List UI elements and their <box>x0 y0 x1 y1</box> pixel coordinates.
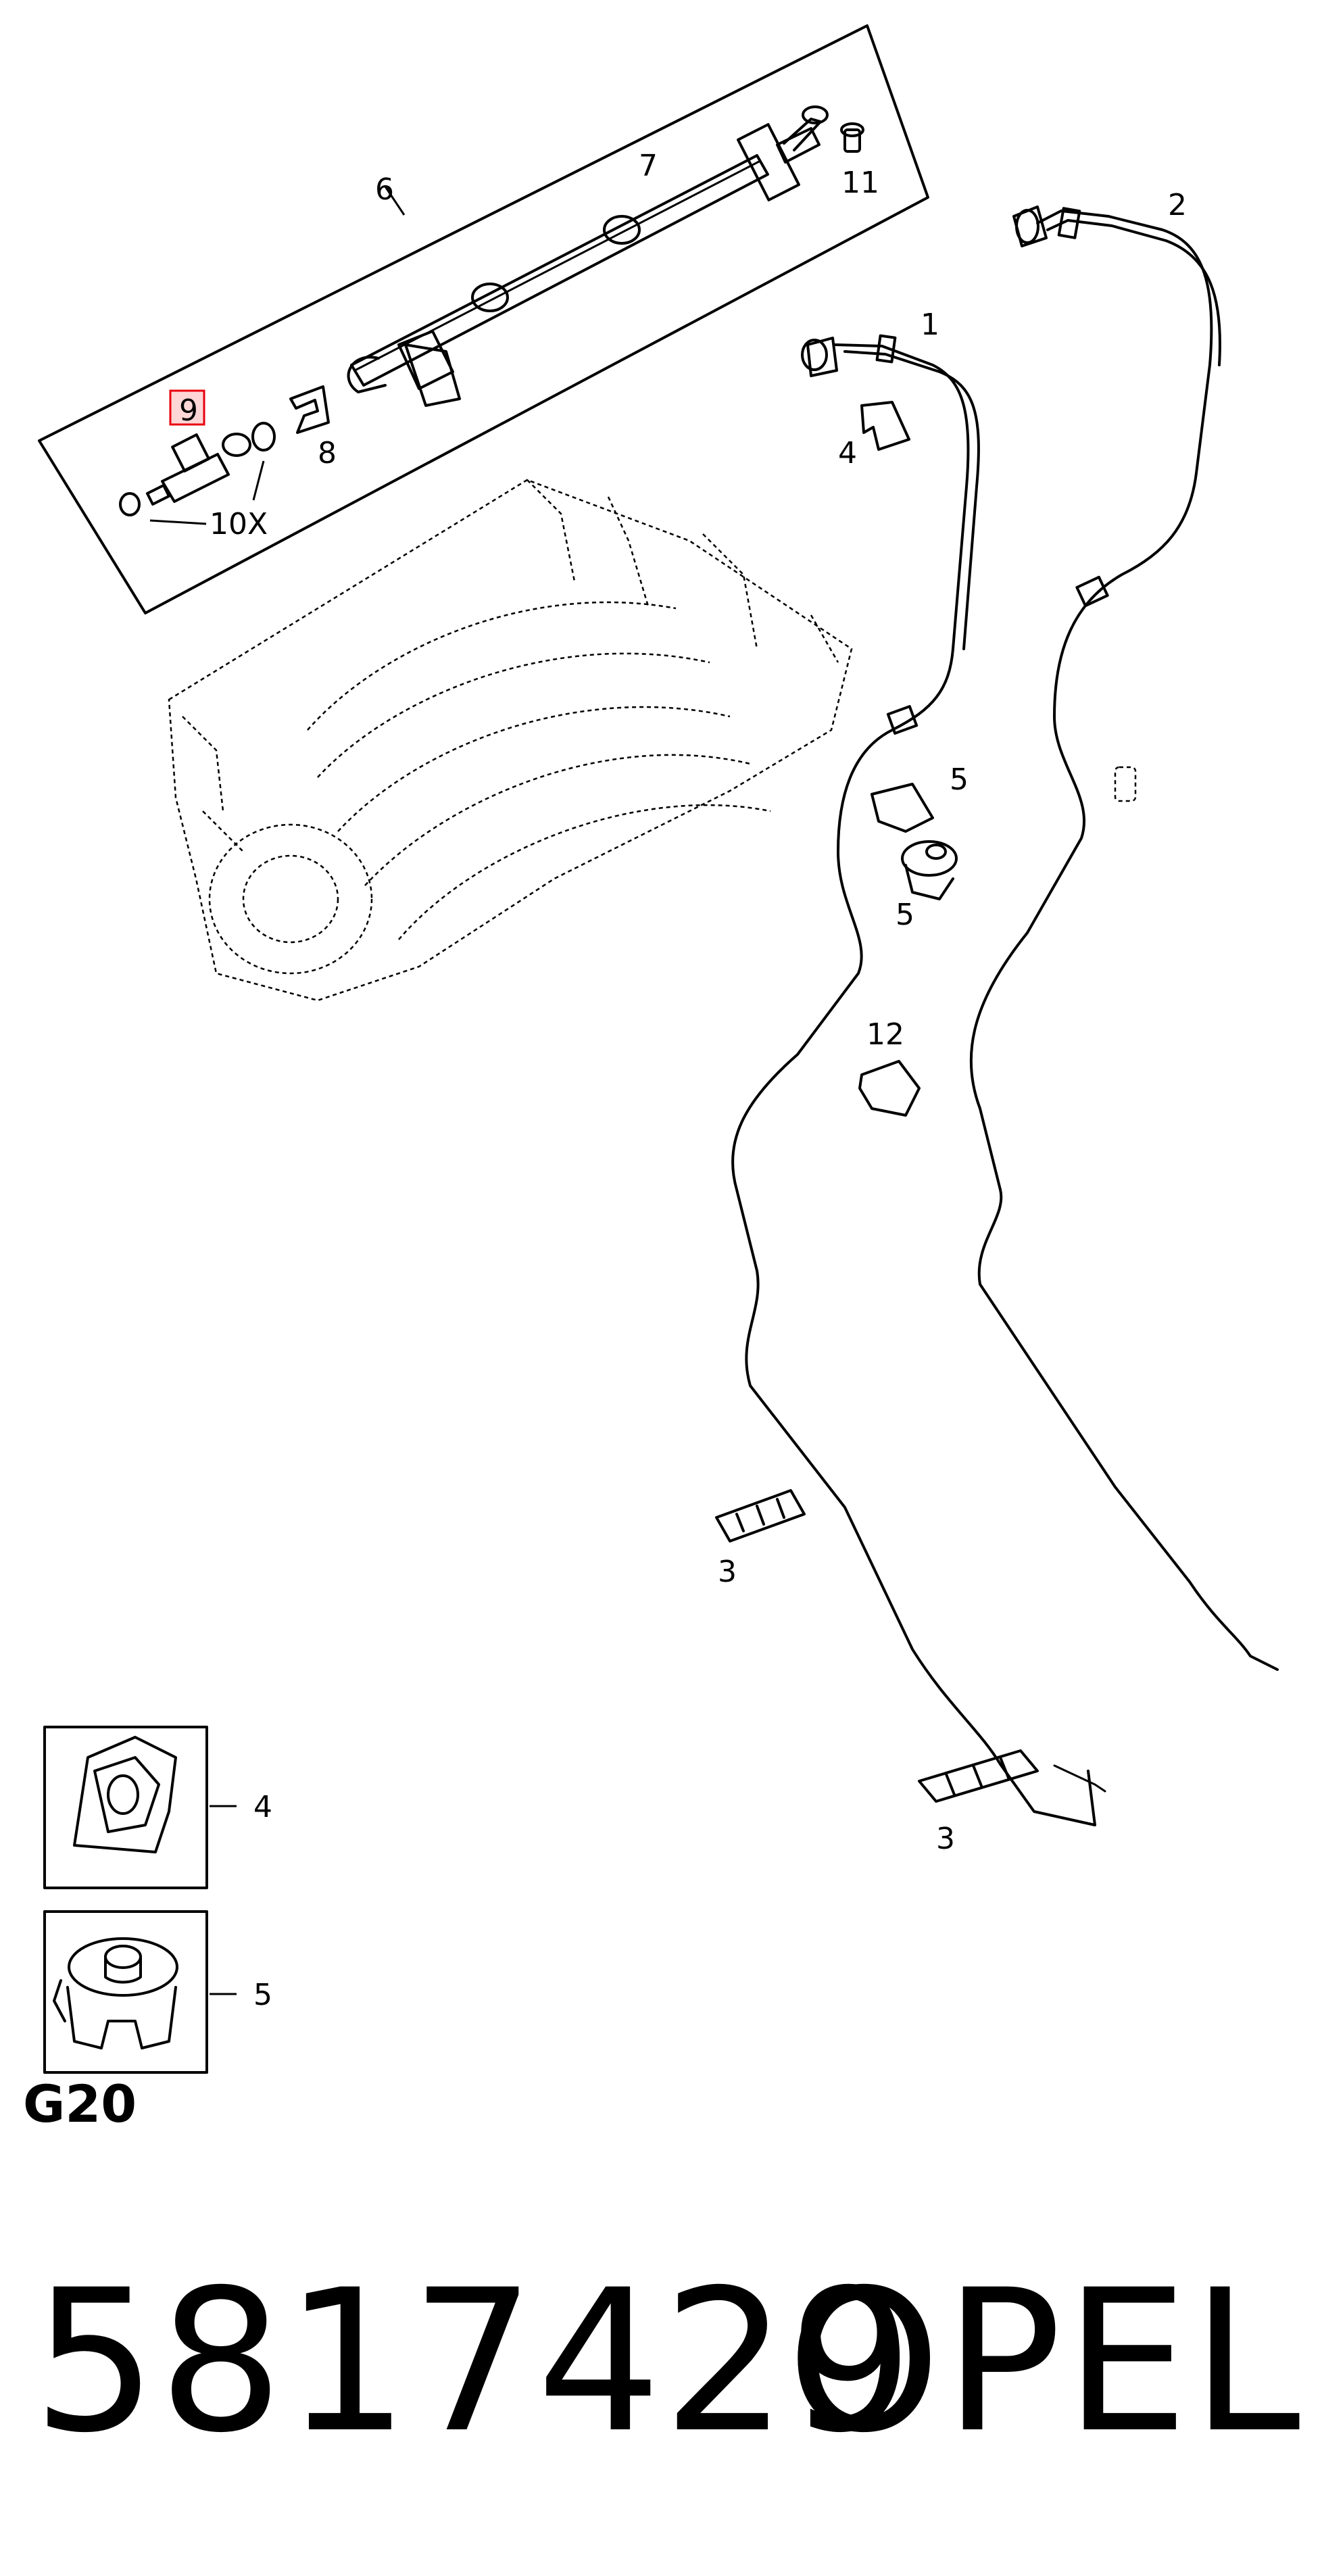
bolt <box>840 122 864 153</box>
line-clip-4 <box>860 401 910 451</box>
footer: 5817429 OPEL <box>0 2251 1322 2521</box>
callout-3: 3 <box>718 1555 737 1589</box>
callout-2: 2 <box>1168 188 1187 222</box>
callout-6: 6 <box>375 172 394 207</box>
line-clip-3 <box>918 1749 1039 1803</box>
intake-manifold <box>168 479 1137 1002</box>
line-clip-5 <box>871 783 934 833</box>
callout-9-highlight[interactable]: 9 <box>169 389 205 428</box>
fuel-line-2 <box>969 205 1279 1671</box>
fuel-rail <box>347 105 829 393</box>
brand-name: OPEL <box>787 2248 1303 2476</box>
callout-12: 12 <box>866 1017 904 1052</box>
line-clip-3 <box>715 1489 806 1542</box>
fuel-rail-assembly-box <box>38 24 929 614</box>
part-number: 5817429 <box>32 2248 915 2476</box>
callout-7: 7 <box>639 149 658 183</box>
callout-10x: 10X <box>210 507 268 541</box>
callout-5-detail: 5 <box>253 1978 272 2012</box>
callout-4: 4 <box>838 436 857 470</box>
callout-11: 11 <box>841 166 879 200</box>
line-clip-5-nut <box>901 840 958 900</box>
detail-box-clip-4 <box>43 1726 237 1889</box>
o-ring <box>251 422 276 452</box>
callout-1: 1 <box>921 308 939 342</box>
callout-8: 8 <box>318 436 337 470</box>
callout-4-detail: 4 <box>253 1790 272 1824</box>
line-clip-12 <box>858 1060 921 1117</box>
callout-3: 3 <box>936 1822 955 1856</box>
callout-9: 9 <box>179 393 198 428</box>
o-ring <box>119 492 141 516</box>
fuel-line-1 <box>731 334 1106 1826</box>
callout-5: 5 <box>950 762 969 797</box>
group-code: G20 <box>23 2074 137 2134</box>
fuel-injector <box>146 433 251 506</box>
retaining-clip <box>289 385 330 434</box>
rail-bracket <box>404 343 461 407</box>
detail-box-clip-5 <box>43 1910 237 2074</box>
callout-5: 5 <box>896 898 914 932</box>
